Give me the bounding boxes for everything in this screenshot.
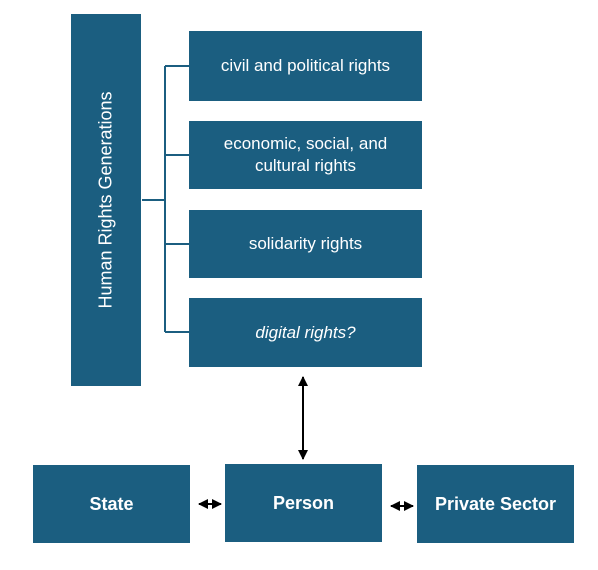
generation-label: civil and political rights xyxy=(220,56,391,75)
state-label: State xyxy=(89,493,134,514)
generation-label: solidarity rights xyxy=(248,234,363,253)
private-sector-box: Private Sector xyxy=(417,465,574,543)
generation-box-civil-political: civil and political rights xyxy=(189,31,422,101)
person-label: Person xyxy=(272,492,335,513)
human-rights-generations-label: Human Rights Generations xyxy=(95,91,116,309)
person-box: Person xyxy=(225,464,382,542)
generation-label: economic, social, and cultural rights xyxy=(223,134,388,175)
generation-label: digital rights? xyxy=(255,322,356,342)
generation-box-economic-social-cultural: economic, social, and cultural rights xyxy=(189,121,422,189)
state-box: State xyxy=(33,465,190,543)
generation-box-digital: digital rights? xyxy=(189,298,422,367)
generation-box-solidarity: solidarity rights xyxy=(189,210,422,278)
private-sector-label: Private Sector xyxy=(434,493,557,514)
human-rights-generations-box: Human Rights Generations xyxy=(71,14,141,386)
